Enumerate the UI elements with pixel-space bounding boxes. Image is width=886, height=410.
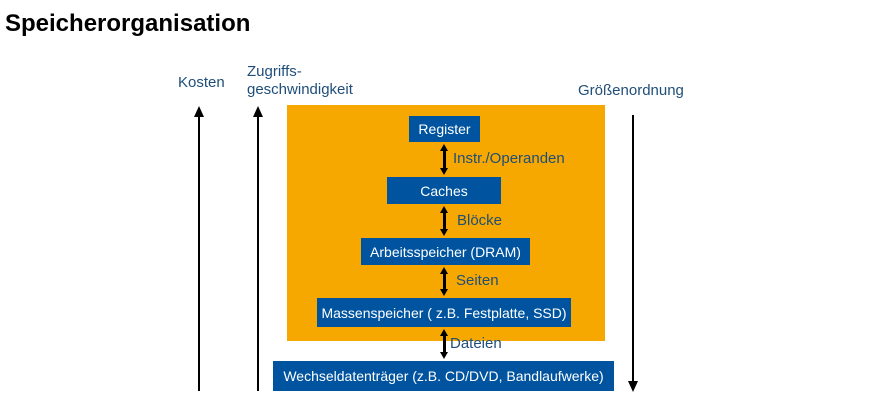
groessenordnung-arrow-down-icon xyxy=(627,115,639,392)
kosten-axis-label: Kosten xyxy=(178,74,225,91)
arrow-head-up-icon xyxy=(440,206,448,213)
level-box-caches: Caches xyxy=(387,177,501,204)
arrow-head-down-icon xyxy=(440,229,448,236)
level-box-register: Register xyxy=(409,116,480,142)
caches-dram-arrow-icon xyxy=(439,206,449,236)
arrow-shaft xyxy=(257,117,259,391)
level-box-wechseldatentraeger: Wechseldatenträger (z.B. CD/DVD, Bandlau… xyxy=(273,361,614,391)
arrow-shaft xyxy=(442,213,446,229)
zugriffsgeschwindigkeit-arrow-up-icon xyxy=(252,106,264,391)
groessenordnung-axis-label: Größenordnung xyxy=(578,82,684,99)
arrow-head-up-icon xyxy=(253,106,263,117)
transfer-label-bloecke: Blöcke xyxy=(457,212,503,229)
arrow-head-down-icon xyxy=(628,381,638,392)
arrow-shaft xyxy=(198,117,200,391)
arrow-head-up-icon xyxy=(440,267,448,274)
transfer-label-dateien: Dateien xyxy=(450,335,502,352)
level-box-arbeitsspeicher: Arbeitsspeicher (DRAM) xyxy=(361,238,530,265)
arrow-head-down-icon xyxy=(440,352,448,359)
arrow-head-up-icon xyxy=(194,106,204,117)
arrow-head-up-icon xyxy=(440,329,448,336)
arrow-shaft xyxy=(442,151,446,168)
level-box-massenspeicher: Massenspeicher ( z.B. Festplatte, SSD) xyxy=(317,298,571,327)
massenspeicher-wechseldatentraeger-arrow-icon xyxy=(439,329,449,359)
page-title: Speicherorganisation xyxy=(5,10,251,37)
transfer-label-instr-operanden: Instr./Operanden xyxy=(453,150,565,167)
register-caches-arrow-icon xyxy=(439,144,449,175)
kosten-arrow-up-icon xyxy=(193,106,205,391)
arrow-shaft xyxy=(442,336,446,352)
dram-massenspeicher-arrow-icon xyxy=(439,267,449,296)
arrow-shaft xyxy=(632,115,634,381)
arrow-head-up-icon xyxy=(440,144,448,151)
arrow-head-down-icon xyxy=(440,289,448,296)
arrow-head-down-icon xyxy=(440,168,448,175)
zugriffsgeschwindigkeit-axis-label: Zugriffs- geschwindigkeit xyxy=(247,63,353,98)
arrow-shaft xyxy=(442,274,446,289)
transfer-label-seiten: Seiten xyxy=(456,272,499,289)
